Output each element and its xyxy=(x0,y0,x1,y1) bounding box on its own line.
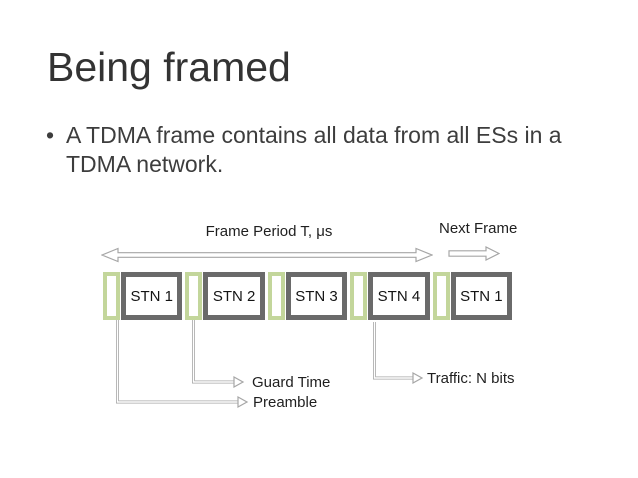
bullet-icon: • xyxy=(46,122,55,148)
tdma-slot: STN 3 xyxy=(267,272,348,320)
guard-time-connector-line xyxy=(192,320,234,384)
guard-time-arrowhead-icon xyxy=(233,375,245,389)
tdma-slot: STN 1 xyxy=(432,272,513,320)
guard-time-strip xyxy=(267,272,285,320)
tdma-slot: STN 2 xyxy=(185,272,265,320)
guard-time-strip xyxy=(350,272,368,320)
guard-time-label: Guard Time xyxy=(252,374,331,391)
stn-box: STN 4 xyxy=(368,272,430,320)
stn-box: STN 1 xyxy=(450,272,513,320)
traffic-connector-line xyxy=(373,322,413,380)
traffic-label: Traffic: N bits xyxy=(427,370,515,387)
guard-time-strip xyxy=(103,272,120,320)
next-frame-label: Next Frame xyxy=(439,220,518,237)
guard-time-strip xyxy=(185,272,203,320)
preamble-connector-line xyxy=(116,320,238,404)
preamble-label: Preamble xyxy=(253,394,318,411)
tdma-frame-row: STN 1 STN 2 STN 3 STN 4 STN 1 xyxy=(103,272,513,320)
tdma-slot: STN 1 xyxy=(103,272,183,320)
preamble-arrowhead-icon xyxy=(237,395,249,409)
bullet-item: • A TDMA frame contains all data from al… xyxy=(46,121,591,180)
guard-time-strip xyxy=(432,272,450,320)
slide-title: Being framed xyxy=(47,44,291,90)
double-headed-arrow-icon xyxy=(101,247,433,263)
tdma-slot: STN 4 xyxy=(350,272,430,320)
traffic-arrowhead-icon xyxy=(412,371,424,385)
frame-period-label: Frame Period T, μs xyxy=(205,223,333,240)
stn-box: STN 1 xyxy=(121,272,183,320)
stn-box: STN 2 xyxy=(203,272,265,320)
bullet-text: A TDMA frame contains all data from all … xyxy=(66,122,562,178)
stn-box: STN 3 xyxy=(285,272,348,320)
right-block-arrow-icon xyxy=(448,246,500,261)
